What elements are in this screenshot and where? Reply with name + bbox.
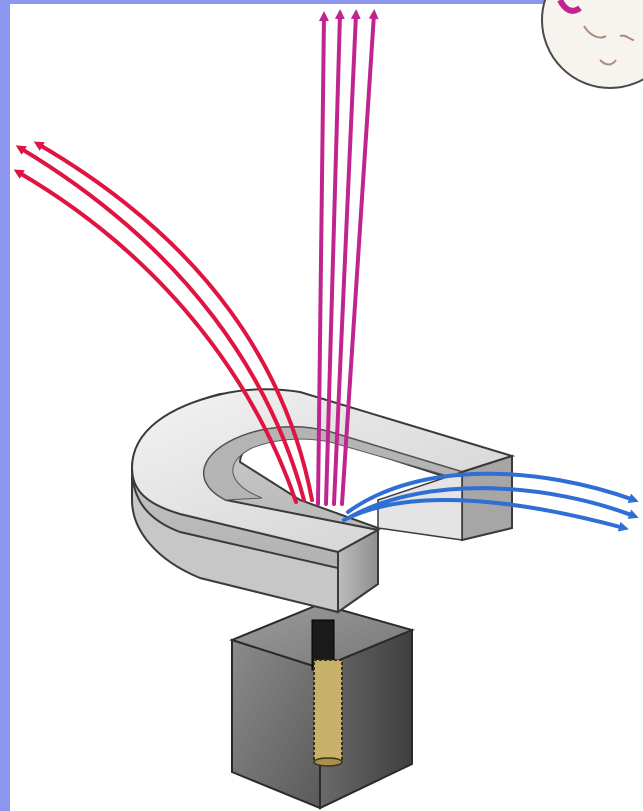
radiation-source-icon	[229, 602, 416, 810]
straight-beam	[316, 9, 379, 506]
inset-magnifier-icon	[541, 0, 643, 89]
right-deflected-beam	[342, 471, 639, 532]
left-deflected-beam	[13, 141, 314, 504]
magnet-icon	[130, 388, 516, 614]
